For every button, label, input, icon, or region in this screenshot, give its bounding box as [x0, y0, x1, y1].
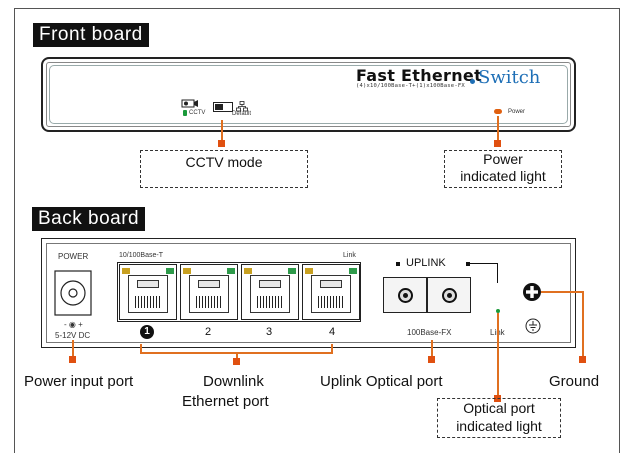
- port-2-pins: [196, 296, 222, 308]
- switch-word: Switch: [478, 67, 541, 88]
- port-1-jack: [137, 280, 159, 288]
- ground-label: Ground: [549, 373, 600, 390]
- port-4-body: [311, 275, 351, 313]
- port-2-led-yellow: [183, 268, 191, 274]
- brand-line: Fast Ethernet: [356, 66, 483, 85]
- downlink-bracket-right: [331, 344, 333, 353]
- switch-dot: [470, 79, 475, 84]
- port-number-1: 1: [144, 326, 150, 337]
- cctv-connector-line: [221, 120, 223, 142]
- optical-light-text-1: Optical port: [463, 400, 535, 416]
- uplink-line-down: [497, 263, 498, 283]
- ethernet-port-3[interactable]: [241, 264, 299, 320]
- port-3-jack: [259, 280, 281, 288]
- ground-symbol-icon: [525, 318, 541, 334]
- port-2-led-green: [227, 268, 235, 274]
- ethernet-port-4[interactable]: [302, 264, 360, 320]
- uplink-label: UPLINK: [406, 257, 446, 269]
- uplink-connector: [431, 340, 433, 358]
- ethernet-port-1[interactable]: [119, 264, 177, 320]
- diagram-frame: [14, 8, 620, 453]
- uplink-line: [470, 263, 498, 264]
- power-input-marker: [69, 356, 76, 363]
- back-panel-inner: [46, 243, 571, 343]
- port-2-body: [189, 275, 229, 313]
- port-4-jack: [320, 280, 342, 288]
- network-icon: [236, 101, 248, 112]
- cctv-mode-callout: CCTV mode: [140, 150, 308, 188]
- port-3-pins: [257, 296, 283, 308]
- fx-label: 100Base-FX: [407, 328, 452, 337]
- port-1-pins: [135, 296, 161, 308]
- back-panel: [41, 238, 576, 348]
- port-number-2: 2: [205, 326, 212, 338]
- back-board-title: Back board: [32, 207, 146, 231]
- back-power-label: POWER: [58, 252, 89, 261]
- power-input-connector: [72, 340, 74, 358]
- optical-light-callout: Optical port indicated light: [437, 398, 561, 438]
- polarity-symbol: - ◉ +: [64, 320, 83, 329]
- power-led: [494, 109, 502, 114]
- power-connector-line: [497, 116, 499, 142]
- power-light-text-1: Power: [483, 151, 523, 167]
- power-input-port-label: Power input port: [24, 373, 134, 390]
- front-panel-inner: [49, 65, 568, 124]
- port-3-led-green: [288, 268, 296, 274]
- downlink-connector: [236, 352, 238, 360]
- power-light-callout: Power indicated light: [444, 150, 562, 188]
- power-connector-marker: [494, 140, 501, 147]
- uplink-marker: [428, 356, 435, 363]
- front-panel: [41, 57, 576, 132]
- uplink-bracket-right: [466, 262, 470, 266]
- port-4-led-green: [349, 268, 357, 274]
- port-number-1-badge: 1: [140, 325, 154, 339]
- cctv-camera-icon: [181, 99, 198, 108]
- default-label: Default: [232, 111, 252, 117]
- port-1-led-green: [166, 268, 174, 274]
- power-jack-icon[interactable]: [54, 270, 92, 316]
- optical-light-text-2: indicated light: [456, 418, 542, 434]
- mode-toggle-switch[interactable]: [213, 102, 233, 112]
- port-number-3: 3: [266, 326, 273, 338]
- cctv-label: CCTV: [189, 110, 206, 116]
- optical-rx-hole: [442, 288, 457, 303]
- downlink-marker: [233, 358, 240, 365]
- optical-port-tx[interactable]: [383, 277, 427, 313]
- optical-port-rx[interactable]: [427, 277, 471, 313]
- port-2-jack: [198, 280, 220, 288]
- ground-connector-v: [582, 291, 584, 359]
- front-board-title: Front board: [33, 23, 149, 47]
- brand-sub: (4)x10/100Base-T+(1)x100Base-FX: [356, 83, 465, 89]
- power-light-text-2: indicated light: [460, 168, 546, 184]
- cctv-connector-marker: [218, 140, 225, 147]
- optical-light-connector: [497, 313, 499, 397]
- ethernet-port-2[interactable]: [180, 264, 238, 320]
- uplink-bracket-left: [396, 262, 400, 266]
- ethernet-port-group: [117, 262, 361, 322]
- ports-header: 10/100Base-T: [119, 252, 163, 259]
- cctv-mode-text: CCTV mode: [185, 154, 263, 170]
- front-power-label: Power: [508, 109, 526, 115]
- ports-link-header: Link: [343, 252, 356, 259]
- cctv-led: [183, 110, 187, 116]
- port-1-led-yellow: [122, 268, 130, 274]
- downlink-label-1: Downlink: [203, 373, 264, 390]
- voltage-label: 5-12V DC: [55, 331, 91, 340]
- ground-screw-icon[interactable]: [522, 282, 542, 302]
- port-1-body: [128, 275, 168, 313]
- port-3-body: [250, 275, 290, 313]
- ground-connector-h: [541, 291, 584, 293]
- port-4-led-yellow: [305, 268, 313, 274]
- downlink-bracket-left: [140, 344, 142, 353]
- ground-marker: [579, 356, 586, 363]
- port-number-4: 4: [329, 326, 336, 338]
- port-4-pins: [318, 296, 344, 308]
- uplink-optical-port-label: Uplink Optical port: [320, 373, 443, 390]
- downlink-label-2: Ethernet port: [182, 393, 269, 410]
- port-3-led-yellow: [244, 268, 252, 274]
- optical-tx-hole: [398, 288, 413, 303]
- optical-link-led: [496, 309, 500, 313]
